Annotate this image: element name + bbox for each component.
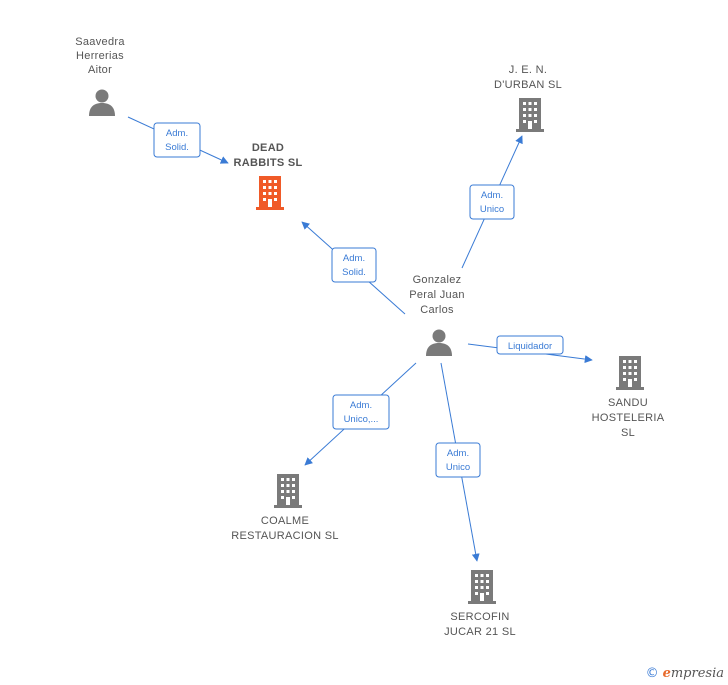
edge-label-gonzalez-deadrabbits[interactable]: Adm. Solid. [331, 247, 377, 283]
node-label-line: Herrerias [76, 50, 124, 62]
node-label-line: D'URBAN SL [494, 79, 562, 91]
edge-label-line: Adm. [481, 190, 503, 201]
edge-label-line: Adm. [343, 253, 365, 264]
edge-label-gonzalez-sandu[interactable]: Liquidador [496, 335, 564, 355]
node-label-line: SANDU [608, 397, 648, 409]
node-label-line: JUCAR 21 SL [444, 626, 516, 638]
node-label-line: J. E. N. [509, 64, 547, 76]
person-icon [89, 89, 115, 116]
node-saavedra[interactable]: Saavedra Herrerias Aitor [75, 36, 125, 116]
node-sandu[interactable]: SANDU HOSTELERIA SL [592, 356, 665, 439]
node-label-line: Gonzalez [413, 274, 462, 286]
brand-initial: e [662, 666, 671, 681]
building-icon [516, 98, 544, 132]
edge-label-line: Adm. [166, 128, 188, 139]
edge-label-line: Solid. [342, 267, 366, 278]
edge-label-line: Solid. [165, 142, 189, 153]
node-gonzalez[interactable]: Gonzalez Peral Juan Carlos [409, 274, 465, 356]
edge-label-line: Unico [446, 462, 470, 473]
node-dead-rabbits[interactable]: DEAD RABBITS SL [234, 142, 303, 210]
node-label-line: Carlos [420, 304, 454, 316]
edge-label-line: Unico,... [344, 414, 379, 425]
node-label-line: DEAD [252, 142, 284, 154]
edge-label-gonzalez-sercofin[interactable]: Adm. Unico [435, 442, 481, 478]
node-sercofin[interactable]: SERCOFIN JUCAR 21 SL [444, 570, 516, 638]
building-icon [468, 570, 496, 604]
edge-label-gonzalez-coalme[interactable]: Adm. Unico,... [332, 394, 390, 430]
edge-label-gonzalez-jen[interactable]: Adm. Unico [469, 184, 515, 220]
edge-label-line: Adm. [350, 400, 372, 411]
edge-label-line: Liquidador [508, 341, 552, 352]
node-label-line: Peral Juan [409, 289, 465, 301]
node-label-line: HOSTELERIA [592, 412, 665, 424]
node-label-line: RABBITS SL [234, 157, 303, 169]
edge-label-line: Unico [480, 204, 504, 215]
building-icon [256, 176, 284, 210]
node-label-line: SL [621, 427, 635, 439]
building-icon [274, 474, 302, 508]
node-coalme[interactable]: COALME RESTAURACION SL [231, 474, 339, 542]
node-label-line: Aitor [88, 64, 112, 76]
person-icon [426, 329, 452, 356]
building-icon [616, 356, 644, 390]
brand-logo: ©empresia [646, 666, 724, 681]
edge-label-line: Adm. [447, 448, 469, 459]
edge-label-saavedra-deadrabbits[interactable]: Adm. Solid. [153, 122, 201, 158]
node-label-line: SERCOFIN [450, 611, 509, 623]
brand-name: mpresia [670, 666, 724, 681]
node-jen-durban[interactable]: J. E. N. D'URBAN SL [494, 64, 562, 132]
node-label-line: Saavedra [75, 36, 125, 48]
copyright-icon: © [645, 666, 659, 681]
node-label-line: COALME [261, 515, 309, 527]
node-label-line: RESTAURACION SL [231, 530, 339, 542]
